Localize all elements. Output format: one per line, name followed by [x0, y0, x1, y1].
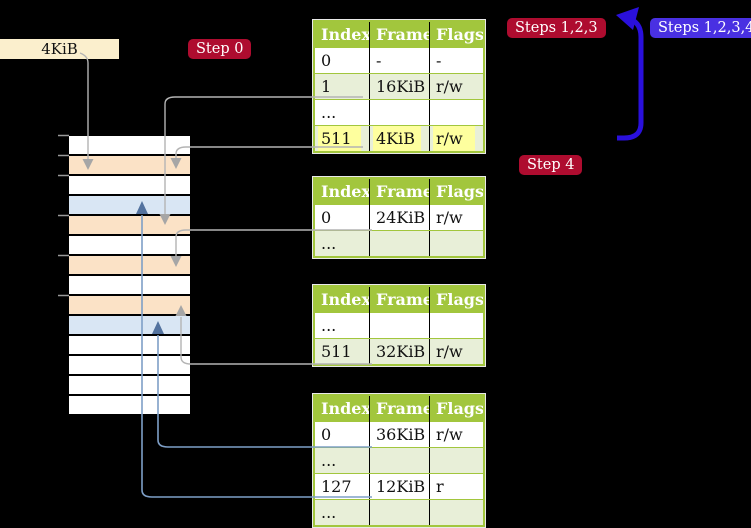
- table-cell: 0: [321, 425, 332, 444]
- table-cell: r/w: [429, 126, 483, 151]
- table-cell: r: [429, 474, 483, 499]
- table-cell: 24KiB: [369, 205, 429, 230]
- table-cell: [429, 448, 483, 473]
- table-cell: 36KiB: [369, 422, 429, 447]
- memory-frame-row-9-mapped: [69, 316, 190, 336]
- memory-frame-row-3-mapped: [69, 196, 190, 216]
- memory-frame-row-13-plain: [69, 396, 190, 416]
- table-cell: 1: [321, 77, 332, 96]
- table-cell: [369, 100, 429, 125]
- memory-frame-row-4-table: [69, 216, 190, 236]
- table-cell: ...: [321, 503, 337, 522]
- table-cell: 32KiB: [369, 339, 429, 364]
- table-cell: 4KiB: [369, 126, 429, 151]
- memory-frame-row-10-plain: [69, 336, 190, 356]
- table-cell: ...: [321, 234, 337, 253]
- level-1-table-row-...: ...: [315, 447, 483, 473]
- table-cell: r/w: [429, 339, 483, 364]
- frame-size-label: 4KiB: [0, 39, 119, 59]
- table-cell: [369, 448, 429, 473]
- level-1-table-row-...: ...: [315, 499, 483, 525]
- highlighted-value: 511: [318, 126, 361, 151]
- column-header-index: Index: [321, 25, 369, 44]
- level-4-table-row-...: ...: [315, 99, 483, 125]
- steps123-badge: Steps 1,2,3: [507, 18, 606, 38]
- highlighted-value: r/w: [433, 126, 475, 151]
- step4-badge: Step 4: [519, 155, 583, 175]
- memory-frame-row-11-plain: [69, 356, 190, 376]
- column-header-flags: Flags: [429, 179, 483, 205]
- memory-frame-row-12-plain: [69, 376, 190, 396]
- highlighted-value: 4KiB: [373, 126, 421, 151]
- table-cell: r/w: [429, 205, 483, 230]
- memory-frame-row-5-plain: [69, 236, 190, 256]
- table-cell: [369, 231, 429, 256]
- column-header-index: Index: [321, 182, 369, 201]
- column-header-frame: Frame: [369, 179, 429, 205]
- table-cell: [429, 313, 483, 338]
- memory-frame-row-0-plain: [69, 136, 190, 156]
- table-cell: r/w: [429, 74, 483, 99]
- table-cell: [429, 500, 483, 525]
- table-cell: ...: [321, 451, 337, 470]
- column-header-index: Index: [321, 399, 369, 418]
- table-cell: [429, 231, 483, 256]
- memory-frame-row-2-plain: [69, 176, 190, 196]
- step0-badge: Step 0: [188, 39, 252, 59]
- table-cell: 511: [321, 342, 352, 361]
- memory-frame-row-1-table: [69, 156, 190, 176]
- column-header-frame: Frame: [369, 22, 429, 48]
- table-cell: 127: [321, 477, 352, 496]
- column-header-frame: Frame: [369, 287, 429, 313]
- table-cell: 0: [321, 51, 332, 70]
- arrowhead-up-left-icon: [616, 7, 639, 30]
- memory-column: [69, 136, 190, 416]
- memory-frame-row-8-table: [69, 296, 190, 316]
- table-cell: r/w: [429, 422, 483, 447]
- column-header-index: Index: [321, 290, 369, 309]
- table-cell: 0: [321, 208, 332, 227]
- column-header-frame: Frame: [369, 396, 429, 422]
- steps1234-badge: Steps 1,2,3,4: [650, 18, 751, 38]
- table-cell: -: [429, 48, 483, 73]
- level-4-table-row-0: 0 --: [315, 48, 483, 73]
- table-cell: 12KiB: [369, 474, 429, 499]
- column-header-flags: Flags: [429, 396, 483, 422]
- table-cell: [369, 313, 429, 338]
- column-header-flags: Flags: [429, 22, 483, 48]
- level-2-table-row-...: ...: [315, 313, 483, 338]
- table-cell: -: [369, 48, 429, 73]
- level-3-table-row-...: ...: [315, 230, 483, 256]
- recursive-loop-arrow: [617, 18, 644, 141]
- column-header-flags: Flags: [429, 287, 483, 313]
- memory-frame-row-6-table: [69, 256, 190, 276]
- table-cell: 511: [315, 126, 369, 151]
- table-cell: ...: [321, 103, 337, 122]
- table-cell: [369, 500, 429, 525]
- table-cell: 16KiB: [369, 74, 429, 99]
- memory-frame-row-7-plain: [69, 276, 190, 296]
- table-cell: [429, 100, 483, 125]
- table-cell: ...: [321, 316, 337, 335]
- level-4-table-row-511: 511 4KiB r/w: [315, 125, 483, 151]
